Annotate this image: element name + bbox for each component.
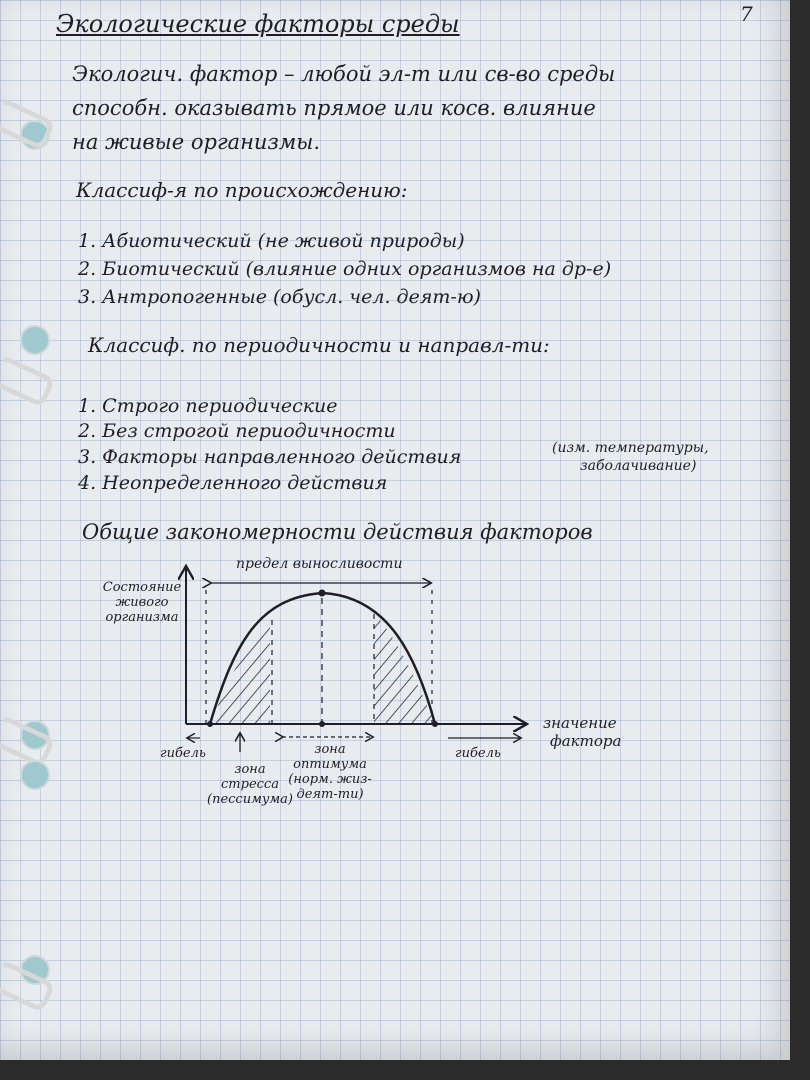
stress-zone-label: зона стресса (пессимума) bbox=[205, 762, 295, 807]
tolerance-label: предел выносливости bbox=[236, 556, 403, 572]
binder-hole bbox=[20, 760, 50, 790]
binder-hole bbox=[20, 120, 50, 150]
binder-hole bbox=[20, 720, 50, 750]
laws-heading: Общие закономерности действия факторов bbox=[82, 520, 593, 544]
x-axis-label-line: значение bbox=[543, 714, 617, 732]
period-note: заболачивание) bbox=[580, 458, 697, 474]
optimum-point bbox=[318, 589, 326, 597]
list-item: 1. Абиотический (не живой природы) bbox=[78, 230, 465, 252]
page-title: Экологические факторы среды bbox=[56, 10, 460, 38]
optimum-zone-label-line: оптимума bbox=[293, 757, 367, 772]
optimum-zone-label: зона оптимума (норм. жиз- деят-ти) bbox=[280, 742, 380, 802]
binder-hole bbox=[20, 955, 50, 985]
stress-zone-label-line: (пессимума) bbox=[207, 792, 293, 807]
death-label-right: гибель bbox=[455, 746, 501, 761]
y-axis-label-line: живого bbox=[115, 595, 169, 610]
origin-heading: Классиф-я по происхождению: bbox=[76, 178, 408, 202]
tolerance-diagram bbox=[0, 0, 790, 752]
list-item: 2. Без строгой периодичности bbox=[78, 420, 396, 442]
list-item: 3. Антропогенные (обусл. чел. деят-ю) bbox=[78, 286, 481, 308]
optimum-zone-label-line: зона bbox=[314, 742, 346, 757]
y-axis-label-line: Состояние bbox=[102, 580, 182, 595]
stress-zone-hatch-left bbox=[210, 620, 270, 724]
limit-point bbox=[207, 721, 213, 727]
notebook-page: Экологические факторы среды 7 Экологич. … bbox=[0, 0, 790, 1060]
list-item: 3. Факторы направленного действия bbox=[78, 446, 462, 468]
binder-hole bbox=[20, 325, 50, 355]
stress-zone-hatch-right bbox=[374, 614, 435, 724]
stress-zone-label-line: стресса bbox=[221, 777, 279, 792]
limit-point bbox=[432, 721, 438, 727]
page-number: 7 bbox=[740, 2, 753, 26]
x-axis-label-line: фактора bbox=[550, 732, 622, 750]
definition-line: Экологич. фактор – любой эл-т или св-во … bbox=[72, 62, 616, 86]
y-axis-label: Состояние живого организма bbox=[100, 580, 184, 625]
stress-zone-label-line: зона bbox=[234, 762, 266, 777]
optimum-zone-label-line: (норм. жиз- bbox=[288, 772, 372, 787]
definition-line: способн. оказывать прямое или косв. влия… bbox=[72, 96, 596, 120]
list-item: 2. Биотический (влияние одних организмов… bbox=[78, 258, 612, 280]
optimum-zone-label-line: деят-ти) bbox=[296, 787, 364, 802]
y-axis-label-line: организма bbox=[105, 610, 179, 625]
definition-line: на живые организмы. bbox=[72, 130, 321, 154]
death-label-left: гибель bbox=[160, 746, 206, 761]
list-item: 1. Строго периодические bbox=[78, 395, 338, 417]
list-item: 4. Неопределенного действия bbox=[78, 472, 388, 494]
periodicity-heading: Классиф. по периодичности и направл-ти: bbox=[88, 333, 550, 357]
period-note: (изм. температуры, bbox=[552, 440, 709, 456]
